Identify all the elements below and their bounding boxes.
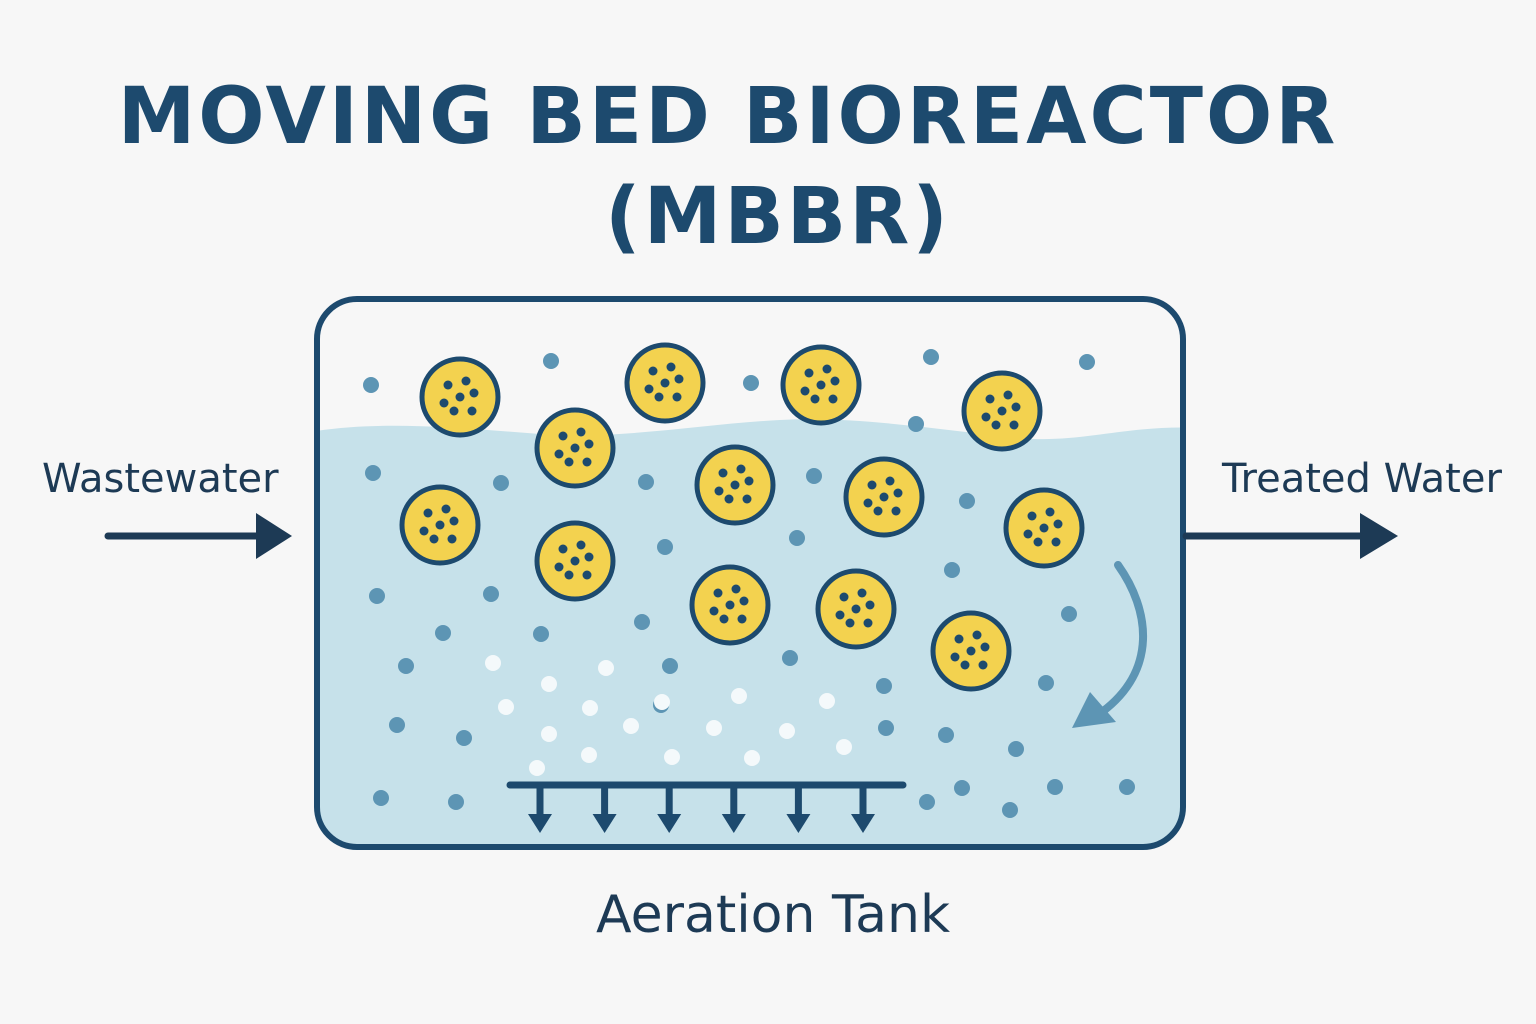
particle-dot — [435, 625, 451, 641]
biofilm-carriers — [399, 342, 1085, 692]
inlet-label: Wastewater — [42, 456, 279, 502]
particle-dot — [1002, 802, 1018, 818]
aeration-diffuser-icon — [506, 781, 907, 833]
biofilm-carrier — [694, 444, 776, 526]
outlet-label: Treated Water — [1222, 456, 1502, 502]
diagram-subtitle: (MBBR) — [605, 172, 951, 262]
diffuser-outlet-arrow — [786, 784, 811, 833]
air-bubble — [485, 655, 501, 671]
particle-dot — [878, 720, 894, 736]
particle-dot — [448, 794, 464, 810]
particle-dot — [363, 377, 379, 393]
particle-dot — [638, 474, 654, 490]
particle-dot — [743, 375, 759, 391]
curved-arrow-down-icon — [1072, 561, 1147, 728]
particle-dot — [923, 349, 939, 365]
biofilm-carrier — [780, 344, 862, 426]
biofilm-carrier — [399, 484, 481, 566]
particle-dot — [662, 658, 678, 674]
particle-dot — [876, 678, 892, 694]
particle-dot — [365, 465, 381, 481]
particle-dot — [954, 780, 970, 796]
air-bubble — [529, 760, 545, 776]
diagram-title: MOVING BED BIOREACTOR — [117, 72, 1339, 162]
particle-dot — [1079, 354, 1095, 370]
air-bubble — [779, 723, 795, 739]
particle-dot — [1119, 779, 1135, 795]
air-bubble — [598, 660, 614, 676]
particle-dot — [369, 588, 385, 604]
diffuser-outlet-arrow — [657, 784, 682, 833]
particle-dot — [919, 794, 935, 810]
particle-dot — [944, 562, 960, 578]
particle-dot — [1008, 741, 1024, 757]
tank-water — [317, 419, 1183, 847]
particle-dot — [634, 614, 650, 630]
air-bubble — [706, 720, 722, 736]
particle-dot — [1061, 606, 1077, 622]
air-bubble — [654, 694, 670, 710]
particle-dot — [493, 475, 509, 491]
biofilm-carrier — [534, 407, 616, 489]
particle-dot — [389, 717, 405, 733]
biofilm-carrier — [624, 342, 706, 424]
air-bubble — [581, 747, 597, 763]
diffuser-outlet-arrow — [528, 784, 552, 833]
air-bubble — [498, 699, 514, 715]
particle-dot — [1047, 779, 1063, 795]
air-bubble — [582, 700, 598, 716]
diffuser-outlet-arrow — [721, 784, 746, 833]
particle-dot — [789, 530, 805, 546]
biofilm-carrier — [843, 456, 925, 538]
inlet-arrow-icon — [104, 513, 292, 559]
biofilm-carrier — [534, 520, 616, 602]
biofilm-carrier — [689, 564, 771, 646]
air-bubble — [541, 726, 557, 742]
water-body — [317, 419, 1183, 847]
air-bubble — [731, 688, 747, 704]
aeration-tank-outline — [314, 296, 1186, 850]
particle-dot — [456, 730, 472, 746]
diffuser-outlet-arrow — [851, 784, 875, 833]
air-bubble — [664, 749, 680, 765]
biofilm-carrier — [419, 356, 501, 438]
air-bubble — [819, 693, 835, 709]
particle-dot — [959, 493, 975, 509]
particle-dot — [483, 586, 499, 602]
air-bubble — [744, 750, 760, 766]
biofilm-carrier — [930, 610, 1012, 692]
particle-dot — [938, 727, 954, 743]
particle-dot — [533, 626, 549, 642]
air-bubble — [836, 739, 852, 755]
particle-dot — [373, 790, 389, 806]
biofilm-carrier — [961, 370, 1043, 452]
particle-dot — [1038, 675, 1054, 691]
tank-label: Aeration Tank — [595, 885, 951, 945]
biofilm-carrier — [1003, 487, 1085, 569]
biofilm-carrier — [815, 568, 897, 650]
outlet-arrow-icon — [1182, 513, 1398, 559]
particle-dot — [782, 650, 798, 666]
particle-dot — [657, 539, 673, 555]
particle-dot — [543, 353, 559, 369]
particle-dot — [806, 468, 822, 484]
biomass-particles — [363, 349, 1135, 818]
air-bubble — [541, 676, 557, 692]
diffuser-outlet-arrow — [592, 784, 617, 833]
particle-dot — [908, 416, 924, 432]
particle-dot — [398, 658, 414, 674]
air-bubble — [623, 718, 639, 734]
air-bubbles — [485, 655, 852, 776]
